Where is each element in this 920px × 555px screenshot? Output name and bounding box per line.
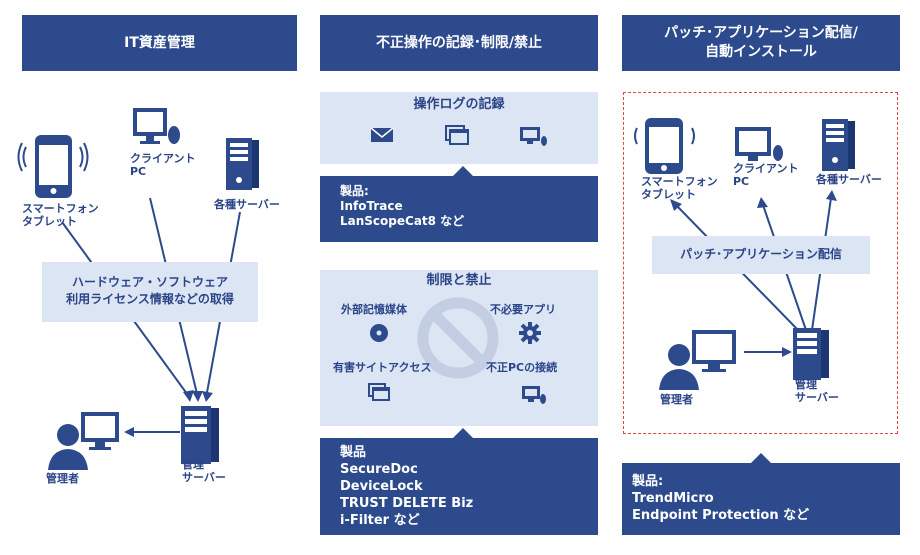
col3-admin-label: 管理者 [660, 393, 693, 406]
col1-admin-label: 管理者 [46, 472, 79, 485]
column1-header: IT資産管理 [22, 15, 297, 71]
restrict-title: 制限と禁止 [426, 273, 492, 288]
product-bottom-0: SecureDoc [340, 462, 418, 477]
monitor-icon [520, 127, 547, 146]
product-top-0: InfoTrace [340, 199, 403, 213]
column3-header: パッチ･アプリケーション配信/ 自動インストール [622, 15, 900, 71]
column2-title: 不正操作の記録･制限/禁止 [375, 34, 543, 51]
product-label-top: 製品: [340, 184, 369, 198]
product-notch-bottom [453, 428, 473, 438]
col1-band-line1: ハードウェア・ソフトウェア [71, 275, 228, 289]
log-band [320, 92, 598, 164]
col1-client-pc-label: クライアント PC [130, 152, 196, 178]
product-box-bottom: 製品 SecureDoc DeviceLock TRUST DELETE Biz… [320, 438, 598, 535]
col1-info-band [42, 262, 258, 322]
item-unauthorized-pc: 不正PCの接続 [486, 361, 558, 374]
col3-band [652, 236, 870, 274]
column2-header: 不正操作の記録･制限/禁止 [320, 15, 598, 71]
col3-product-1: Endpoint Protection など [632, 508, 810, 523]
item-harmful-sites: 有害サイトアクセス [333, 361, 432, 374]
product-box-top: 製品: InfoTrace LanScopeCat8 など [320, 176, 598, 242]
col3-smartphone-label: スマートフォン タブレット [641, 175, 718, 201]
col3-dashed-frame [623, 92, 898, 434]
product-top-1: LanScopeCat8 など [340, 214, 465, 228]
column3-title-line2: 自動インストール [705, 44, 817, 60]
item-external-media: 外部記憶媒体 [341, 303, 407, 316]
col3-product-0: TrendMicro [632, 491, 714, 506]
monitor-icon-2 [522, 386, 546, 404]
product-label-bottom: 製品 [340, 445, 367, 460]
col3-product-notch [751, 453, 771, 463]
col3-product-label: 製品: [632, 474, 664, 489]
col1-smartphone-label: スマートフォン タブレット [22, 202, 99, 228]
col1-band-text: ハードウェア・ソフトウェア 利用ライセンス情報などの取得 [42, 274, 258, 308]
restrict-band [320, 270, 598, 426]
col3-client-pc-label: クライアント PC [733, 162, 799, 188]
col3-band-text: パッチ･アプリケーション配信 [680, 247, 842, 261]
column3-title-line1: パッチ･アプリケーション配信/ [664, 25, 858, 41]
column1-title: IT資産管理 [124, 34, 195, 51]
col3-servers-label: 各種サーバー [816, 173, 882, 186]
col3-product-box: 製品: TrendMicro Endpoint Protection など [622, 463, 900, 535]
window-icon [445, 125, 469, 145]
col1-band-line2: 利用ライセンス情報などの取得 [66, 292, 234, 306]
col1-mgmt-server-label: 管理 サーバー [182, 458, 226, 484]
window-icon-2 [368, 383, 390, 401]
product-bottom-2: TRUST DELETE Biz [340, 496, 474, 511]
mail-icon [370, 127, 394, 142]
log-title: 操作ログの記録 [413, 97, 505, 112]
col3-mgmt-server-label: 管理 サーバー [795, 378, 839, 404]
product-notch-top [453, 166, 473, 176]
item-unneeded-apps: 不必要アプリ [490, 303, 556, 316]
disc-icon [370, 324, 388, 342]
col1-servers-label: 各種サーバー [214, 198, 280, 211]
product-bottom-1: DeviceLock [340, 479, 423, 494]
product-bottom-3: i-Filter など [340, 513, 420, 528]
gear-icon [519, 322, 541, 344]
